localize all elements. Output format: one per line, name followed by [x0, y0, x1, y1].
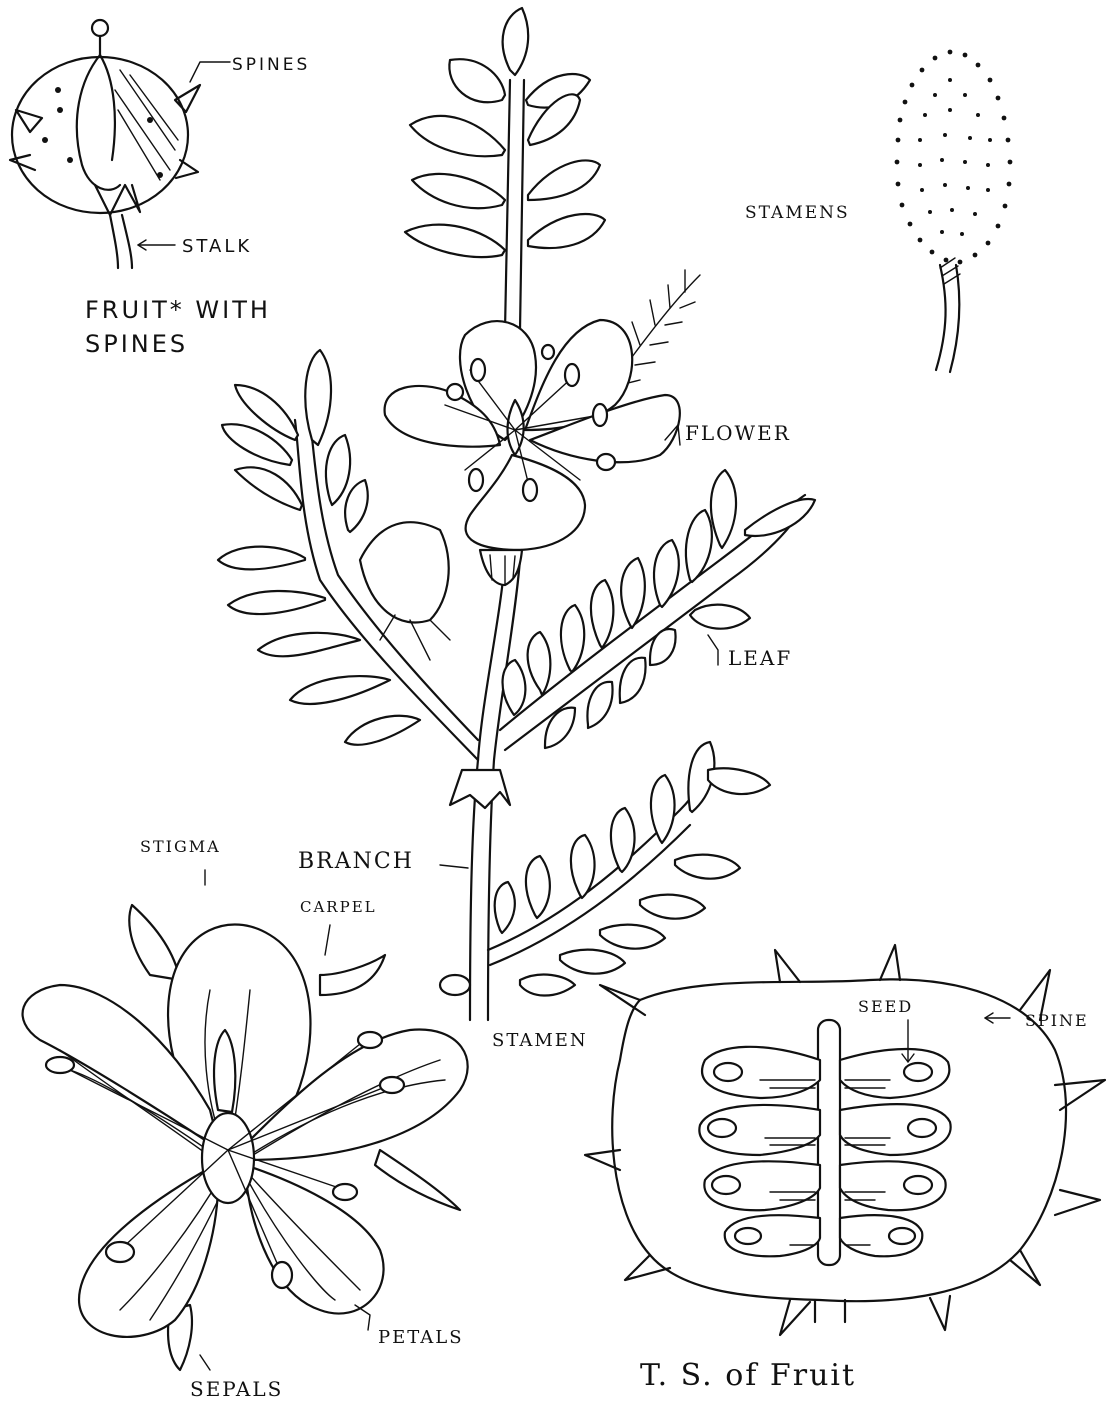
- label-ts-of-fruit: T. S. of Fruit: [640, 1358, 856, 1393]
- label-seed: SEED: [858, 997, 913, 1016]
- label-stigma: STIGMA: [140, 837, 221, 856]
- label-spine: SPINE: [1025, 1011, 1089, 1030]
- flower-detail-drawing: [23, 870, 468, 1370]
- label-branch: BRANCH: [298, 849, 414, 874]
- label-petals: PETALS: [378, 1327, 464, 1348]
- label-sepals: SEPALS: [190, 1377, 283, 1401]
- label-spines: SPINES: [232, 55, 310, 75]
- stamens-drawing: [895, 50, 1013, 372]
- label-stalk: STALK: [182, 236, 252, 257]
- label-fruit-with-spines-2: SPINES: [85, 330, 188, 358]
- label-stamens: STAMENS: [745, 203, 850, 223]
- ts-fruit-drawing: [585, 945, 1105, 1335]
- label-flower: FLOWER: [685, 421, 791, 445]
- label-leaf: LEAF: [728, 646, 792, 670]
- label-carpel: CARPEL: [300, 898, 377, 916]
- label-stamen: STAMEN: [492, 1030, 588, 1051]
- label-fruit-with-spines-1: FRUIT* WITH: [85, 296, 271, 324]
- fruit-with-spines-drawing: [10, 20, 230, 268]
